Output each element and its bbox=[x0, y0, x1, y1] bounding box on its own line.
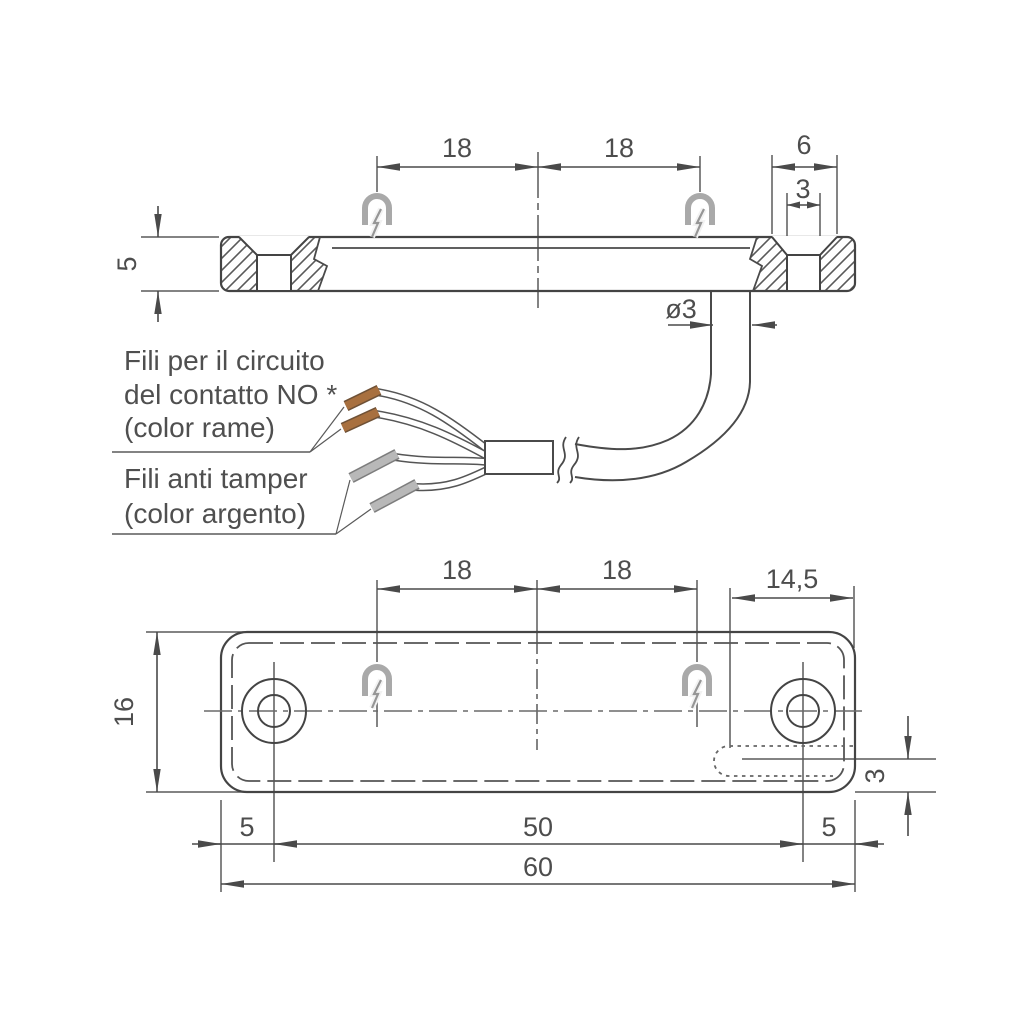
magnet-icon bbox=[365, 667, 389, 708]
section-body-outline bbox=[219, 235, 857, 293]
tamper-label-line2: (color argento) bbox=[124, 498, 306, 529]
section-dimension-lines bbox=[154, 163, 837, 329]
magnet-icon bbox=[365, 196, 389, 237]
cable-break-line bbox=[556, 436, 567, 484]
dim-hole-spacing: 50 bbox=[523, 812, 553, 842]
no-contact-label-line1: Fili per il circuito bbox=[124, 345, 325, 376]
cable-break-line bbox=[569, 436, 580, 484]
section-break-line-right bbox=[748, 236, 764, 292]
dim-pitch-left-section: 18 bbox=[442, 133, 472, 163]
section-break-line-left bbox=[312, 236, 329, 292]
dim-pitch-right-plan: 18 bbox=[602, 555, 632, 585]
dim-edge-right: 5 bbox=[821, 812, 836, 842]
cable bbox=[556, 292, 751, 484]
plan-body-outline bbox=[219, 630, 857, 794]
dim-pitch-right-section: 18 bbox=[604, 133, 634, 163]
dim-edge-left: 5 bbox=[239, 812, 254, 842]
plan-mounting-hole-right bbox=[770, 678, 836, 744]
plan-dimension-lines bbox=[153, 585, 912, 888]
tamper-label-line1: Fili anti tamper bbox=[124, 463, 308, 494]
dim-slot-from-edge: 14,5 bbox=[766, 564, 819, 594]
cable-sleeve bbox=[484, 440, 554, 475]
dim-countersink-width: 6 bbox=[796, 130, 811, 160]
wire-tips bbox=[340, 385, 420, 513]
wire-annotations: Fili per il circuito del contatto NO * (… bbox=[124, 345, 337, 529]
magnet-icon bbox=[688, 196, 712, 237]
plan-extension-lines bbox=[146, 580, 936, 892]
dim-height: 16 bbox=[109, 697, 139, 727]
dim-slot-offset: 3 bbox=[860, 768, 890, 783]
dim-pitch-left-plan: 18 bbox=[442, 555, 472, 585]
dim-hole-width: 3 bbox=[795, 174, 810, 204]
plan-view: 18 18 14,5 16 3 5 50 5 60 bbox=[109, 555, 936, 892]
magnet-icon bbox=[685, 667, 709, 708]
section-view: 18 18 6 3 5 ø3 Fili per il circuito del … bbox=[112, 130, 857, 535]
dim-total-width: 60 bbox=[523, 852, 553, 882]
plan-body-inner-outline bbox=[231, 642, 845, 782]
plan-cable-slot bbox=[713, 745, 853, 777]
section-left-countersink bbox=[238, 236, 310, 290]
no-contact-label-line2: del contatto NO * bbox=[124, 379, 337, 410]
annotation-leaders bbox=[112, 406, 372, 535]
wires bbox=[375, 388, 490, 492]
no-contact-label-line3: (color rame) bbox=[124, 412, 275, 443]
plan-mounting-hole-left bbox=[241, 678, 307, 744]
dim-thickness: 5 bbox=[112, 256, 142, 271]
section-right-countersink bbox=[771, 236, 838, 290]
dim-cable-diameter: ø3 bbox=[665, 294, 697, 324]
